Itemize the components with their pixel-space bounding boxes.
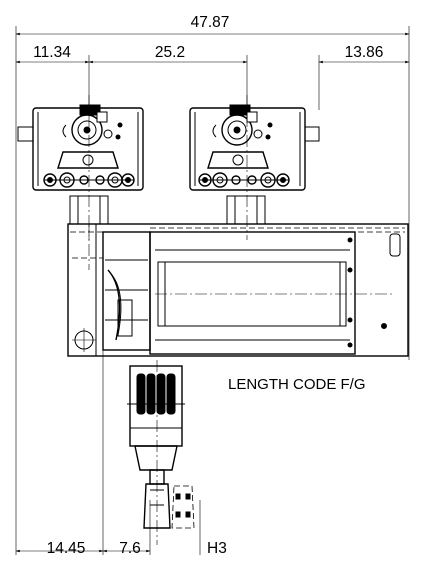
dim-bottom-hook: 7.6 <box>119 540 141 557</box>
dim-overall-width: 47.87 <box>191 14 230 31</box>
dim-right-offset: 13.86 <box>345 44 384 61</box>
dimension-lines: 47.87 11.34 25.2 13.86 14.45 7.6 H3 <box>15 14 410 557</box>
trolley-left <box>17 95 144 240</box>
length-code-label: LENGTH CODE F/G <box>228 376 366 393</box>
dim-bottom-left: 14.45 <box>47 540 86 557</box>
trolley-right <box>189 95 320 240</box>
dim-left-offset: 11.34 <box>33 44 71 61</box>
dim-bottom-height: H3 <box>207 540 227 557</box>
hoist-body <box>67 223 409 357</box>
hook-block <box>127 360 195 545</box>
dim-trolley-spacing: 25.2 <box>155 44 185 61</box>
